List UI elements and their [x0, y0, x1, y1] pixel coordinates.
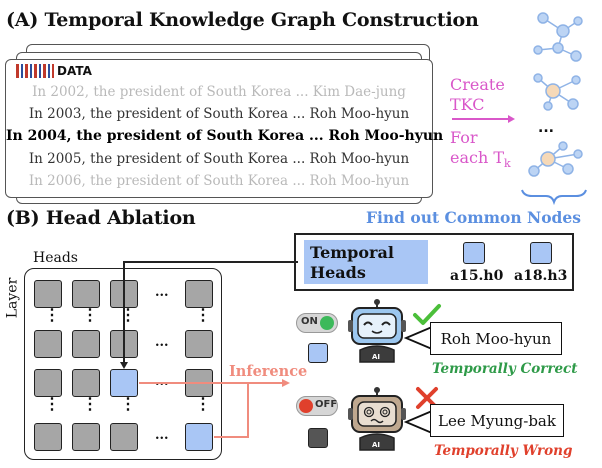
head-cell [72, 330, 100, 358]
tkc-arrow [452, 115, 515, 123]
graph-icon-3 [528, 141, 583, 177]
robot-badge-correct: AI [372, 353, 380, 361]
temporal-head-cell-a15h0 [110, 369, 138, 397]
head-a15h0-label: a15.h0 [450, 268, 504, 284]
data-line-2006: In 2006, the president of South Korea ..… [28, 173, 410, 189]
barcode-icon [16, 64, 54, 78]
tkc-sub: k [504, 157, 511, 171]
grid-dots-h: ... [155, 428, 169, 443]
off-toggle-knob [299, 399, 313, 413]
off-toggle[interactable]: OFF [296, 396, 338, 416]
graph-icon-1 [533, 12, 583, 62]
head-a15h0-square [463, 242, 485, 264]
off-head-square [308, 428, 328, 448]
find-common-nodes: Find out Common Nodes [366, 208, 581, 227]
head-cell [72, 369, 100, 397]
knowledge-graphs: ... [521, 12, 587, 206]
check-icon [413, 304, 441, 325]
tkc-line2: TKC [450, 95, 485, 114]
data-card: DATA In 2002, the president of South Kor… [5, 59, 444, 198]
temporal-heads-line2: Heads [310, 263, 366, 282]
on-toggle-label: ON [301, 316, 318, 327]
graph-ellipsis: ... [538, 120, 554, 136]
temporal-head-cell-a18h3 [185, 423, 213, 451]
tkc-line1: Create [450, 75, 505, 94]
heads-axis-label: Heads [33, 250, 78, 266]
for-each-tk-label: For each Tk [450, 128, 511, 174]
on-toggle-knob [320, 316, 334, 330]
data-line-2005: In 2005, the president of South Korea ..… [28, 151, 410, 167]
answer-correct: Roh Moo-hyun [430, 322, 562, 355]
on-toggle[interactable]: ON [296, 313, 338, 333]
pointer-line [123, 261, 298, 366]
grid-dots-h: ... [155, 335, 169, 350]
data-label: DATA [16, 64, 92, 78]
robot-correct-icon: AI [348, 299, 406, 363]
graph-icon-2 [533, 73, 581, 111]
inference-arrowhead [282, 379, 290, 387]
data-line-2002: In 2002, the president of South Korea ..… [32, 84, 406, 100]
head-cell [34, 369, 62, 397]
on-head-square [308, 343, 328, 363]
head-cell [34, 423, 62, 451]
inference-label: Inference [229, 363, 308, 380]
pointer-arrowhead [120, 362, 128, 369]
robot-wrong-icon: AI [348, 387, 406, 451]
section-b-title: (B) Head Ablation [6, 207, 196, 229]
head-cell [110, 423, 138, 451]
head-cell [34, 330, 62, 358]
data-title: DATA [57, 64, 92, 78]
answer-wrong: Lee Myung-bak [430, 404, 564, 437]
data-line-2004: In 2004, the president of South Korea ..… [6, 128, 444, 144]
head-cell [34, 280, 62, 308]
tkc-line4: each T [450, 148, 505, 167]
off-toggle-label: OFF [315, 399, 338, 410]
data-line-2003: In 2003, the president of South Korea ..… [28, 106, 410, 122]
grid-dots-h: ... [155, 374, 169, 389]
temporal-heads-box: Temporal Heads a15.h0 a18.h3 [294, 233, 574, 291]
graphs-brace [521, 189, 587, 206]
robot-badge-wrong: AI [372, 441, 380, 449]
grid-dots-h: ... [155, 285, 169, 300]
section-a-title: (A) Temporal Knowledge Graph Constructio… [6, 9, 479, 31]
create-tkc-label: Create TKC [450, 75, 505, 115]
head-cell [185, 280, 213, 308]
temporal-heads-line1: Temporal [310, 243, 394, 262]
verdict-correct: Temporally Correct [432, 361, 578, 377]
head-a18h3-square [530, 242, 552, 264]
head-cell [72, 423, 100, 451]
head-cell [185, 330, 213, 358]
head-cell [72, 280, 100, 308]
temporal-heads-label: Temporal Heads [304, 240, 428, 284]
head-a18h3-label: a18.h3 [514, 268, 568, 284]
verdict-wrong: Temporally Wrong [434, 443, 573, 459]
tkc-line3: For [450, 128, 478, 147]
inference-line-lower [214, 383, 249, 438]
